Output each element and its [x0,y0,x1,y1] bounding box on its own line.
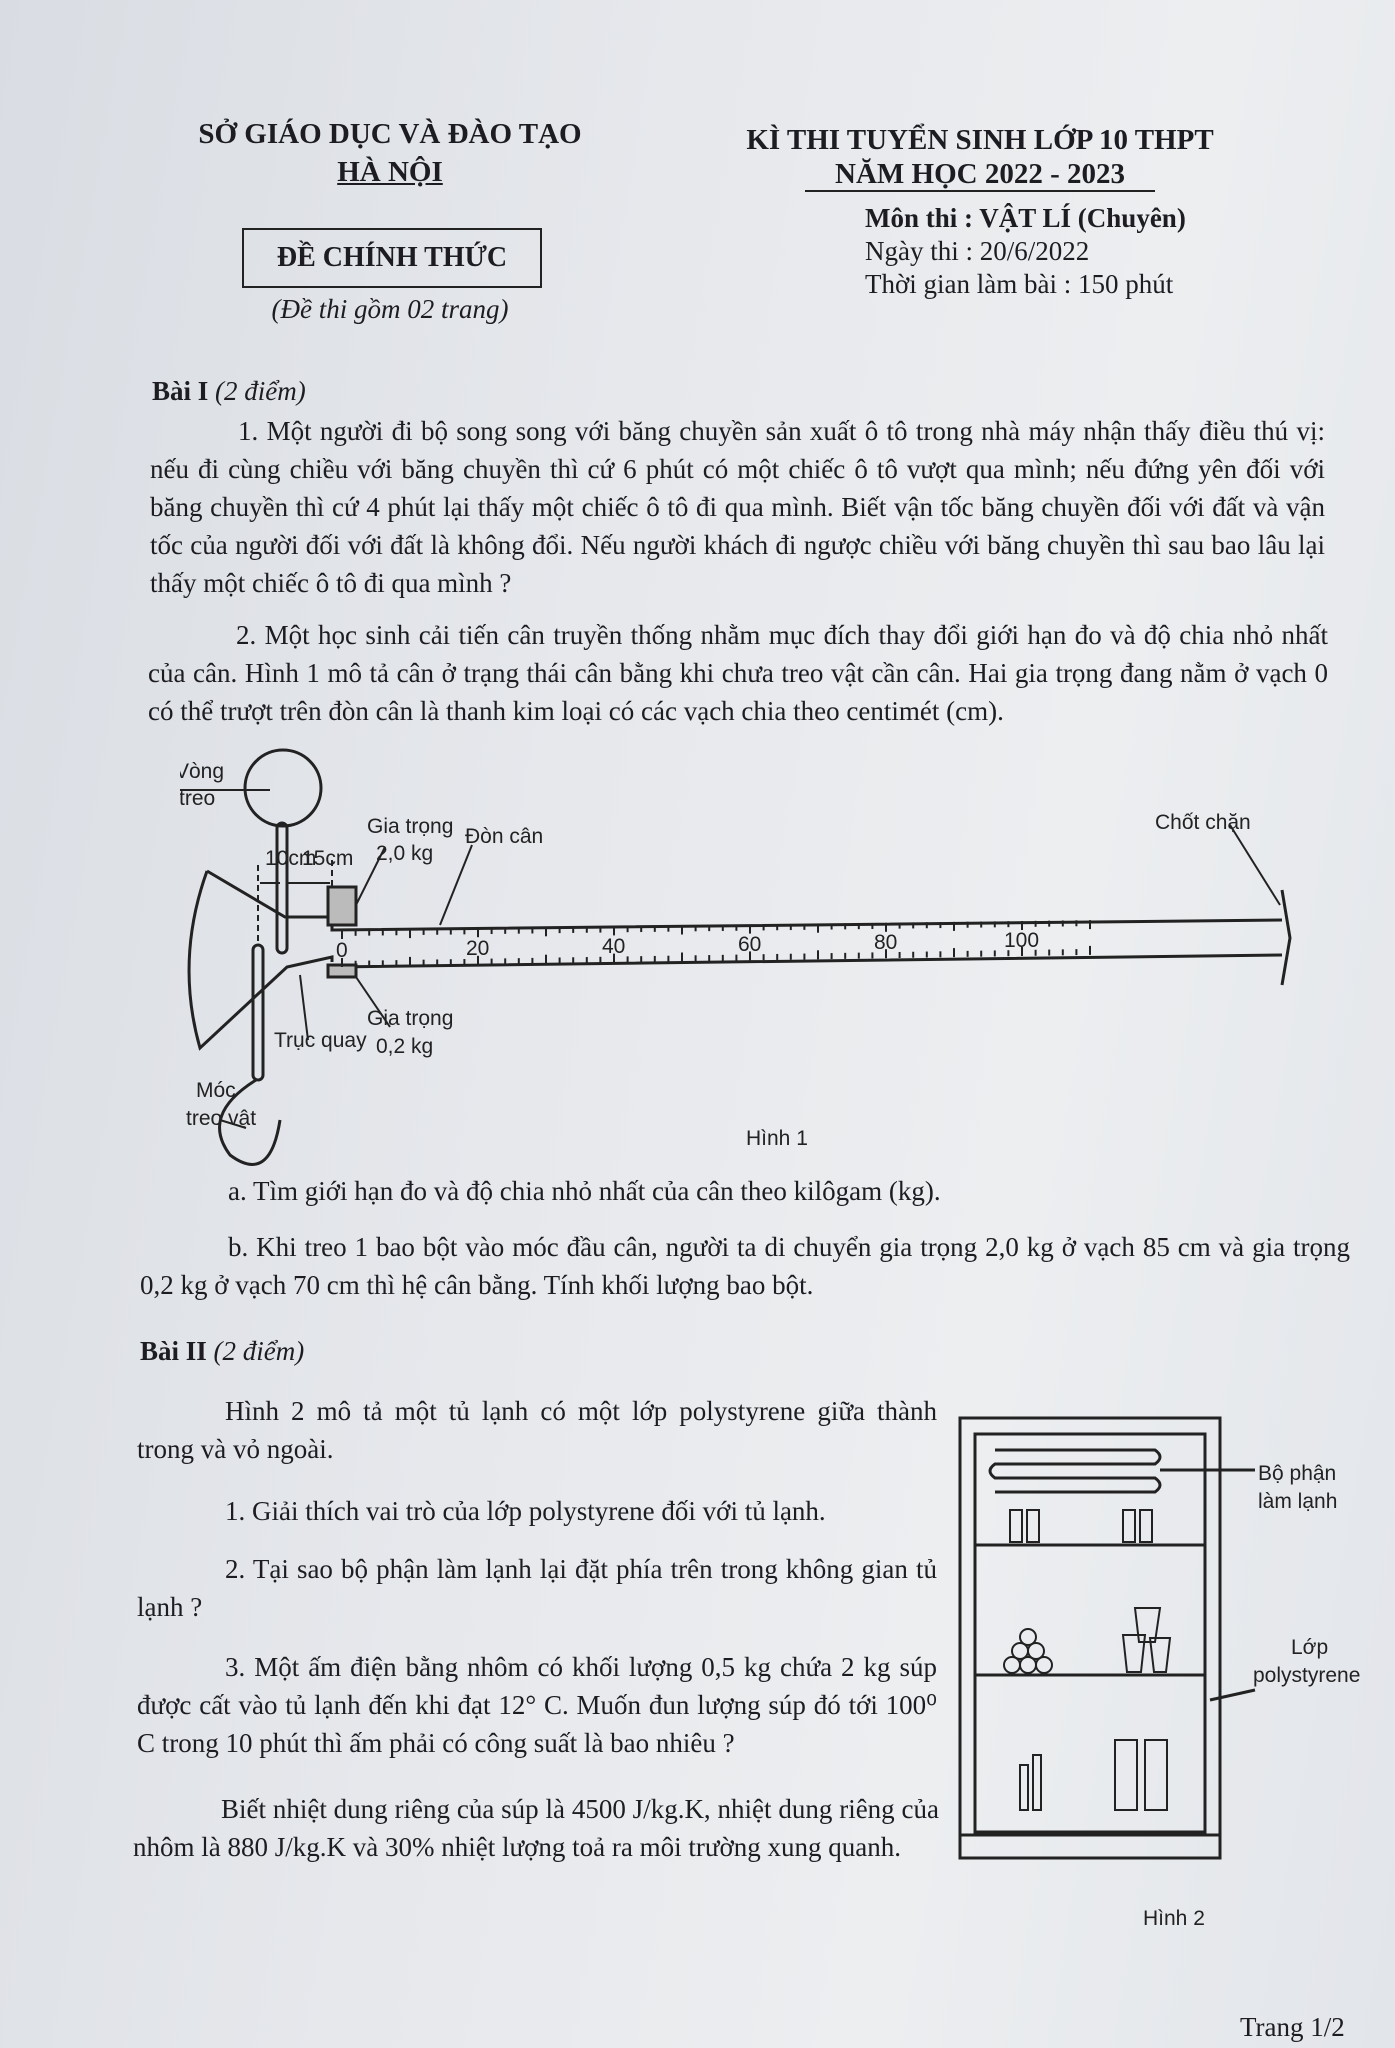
question-2-1: 1. Giải thích vai trò của lớp polystyren… [225,1496,826,1526]
stopper [1280,889,1292,986]
figure-1-scale: 0 20 40 60 80 100 Vòng treo 10cm 15cm Gia trọ… [180,748,1292,1166]
cooling-label-1: Bộ phận [1258,1462,1336,1485]
department-name: SỞ GIÁO DỤC VÀ ĐÀO TẠO [198,118,582,150]
pivot-label: Trục quay [274,1029,367,1052]
weight-2kg [326,885,358,927]
beam-ticks: 0 20 40 60 80 100 [336,920,1091,967]
weight-2kg-label-2: 2,0 kg [376,842,433,865]
page-number: Trang 1/2 [1240,2012,1345,2042]
cooling-coil [988,1448,1255,1494]
hanging-ring [243,748,323,828]
subject: Môn thi : VẬT LÍ (Chuyên) [865,203,1186,233]
tick-label: 0 [336,939,348,962]
beam-label: Đòn cân [465,825,543,848]
question-1-2a: a. Tìm giới hạn đo và độ chia nhỏ nhất c… [228,1176,941,1206]
official-badge: ĐỀ CHÍNH THỨC [242,228,542,288]
hook-rod [251,943,265,1082]
section-1-heading: Bài I (2 điểm) [152,376,306,407]
polystyrene-label-1: Lớp [1291,1636,1328,1659]
section-1-points: (2 điểm) [215,376,306,406]
tick-label: 20 [466,937,489,960]
tick-label: 80 [874,931,897,954]
school-year: NĂM HỌC 2022 - 2023 [805,158,1155,192]
cooling-label-2: làm lạnh [1258,1490,1337,1513]
section-2-heading: Bài II (2 điểm) [140,1336,304,1367]
pivot-rod [275,821,289,955]
fridge-items [1003,1509,1172,1811]
dim-10cm: 10cm [265,847,316,870]
hook [218,1078,282,1166]
exam-info: Môn thi : VẬT LÍ (Chuyên) Ngày thi : 20/… [865,202,1186,301]
section-2-points: (2 điểm) [213,1336,305,1366]
question-1-1: 1. Một người đi bộ song song với băng ch… [150,416,1325,598]
fridge-inner [973,1432,1207,1834]
exam-date: Ngày thi : 20/6/2022 [865,236,1090,266]
tick-label: 100 [1004,929,1039,952]
weight-2kg-label-1: Gia trọng [367,815,453,838]
dim-15cm: 15cm [302,847,353,870]
fridge-outer [958,1416,1222,1860]
question-1-2: 2. Một học sinh cải tiến cân truyền thốn… [148,620,1328,726]
tick-label: 60 [738,933,761,956]
question-2-3: 3. Một ấm điện bằng nhôm có khối lượng 0… [137,1652,937,1758]
exam-title: KÌ THI TUYỂN SINH LỚP 10 THPT [746,124,1214,156]
given-data: Biết nhiệt dung riêng của súp là 4500 J/… [133,1794,939,1862]
section-2-intro: Hình 2 mô tả một tủ lạnh có một lớp poly… [137,1396,937,1464]
pages-note: (Đề thi gồm 02 trang) [271,294,509,324]
section-1-title: Bài I [152,376,209,406]
figure-2-fridge: Bộ phận làm lạnh Lớp polystyrene Hình 2 [958,1416,1360,1930]
figure-2-caption: Hình 2 [1143,1907,1205,1930]
hook-label-2: treo vật [186,1107,256,1130]
city-name: HÀ NỘI [337,156,443,188]
duration: Thời gian làm bài : 150 phút [865,269,1174,299]
question-2-2: 2. Tại sao bộ phận làm lạnh lại đặt phía… [137,1554,937,1622]
ring-label-1: Vòng [180,760,224,783]
weight-0-2kg-label-2: 0,2 kg [376,1035,433,1058]
hook-label-1: Móc [196,1079,236,1102]
tick-label: 40 [602,935,625,958]
weight-0-2kg-label-1: Gia trọng [367,1007,453,1030]
ring-label-2: treo [180,787,215,810]
polystyrene-label-2: polystyrene [1253,1664,1360,1687]
stopper-label: Chốt chặn [1155,811,1251,834]
question-1-2b: b. Khi treo 1 bao bột vào móc đầu cân, n… [140,1232,1350,1300]
dimension-lines [257,860,333,945]
section-2-title: Bài II [140,1336,207,1366]
figure-1-caption: Hình 1 [746,1127,808,1150]
